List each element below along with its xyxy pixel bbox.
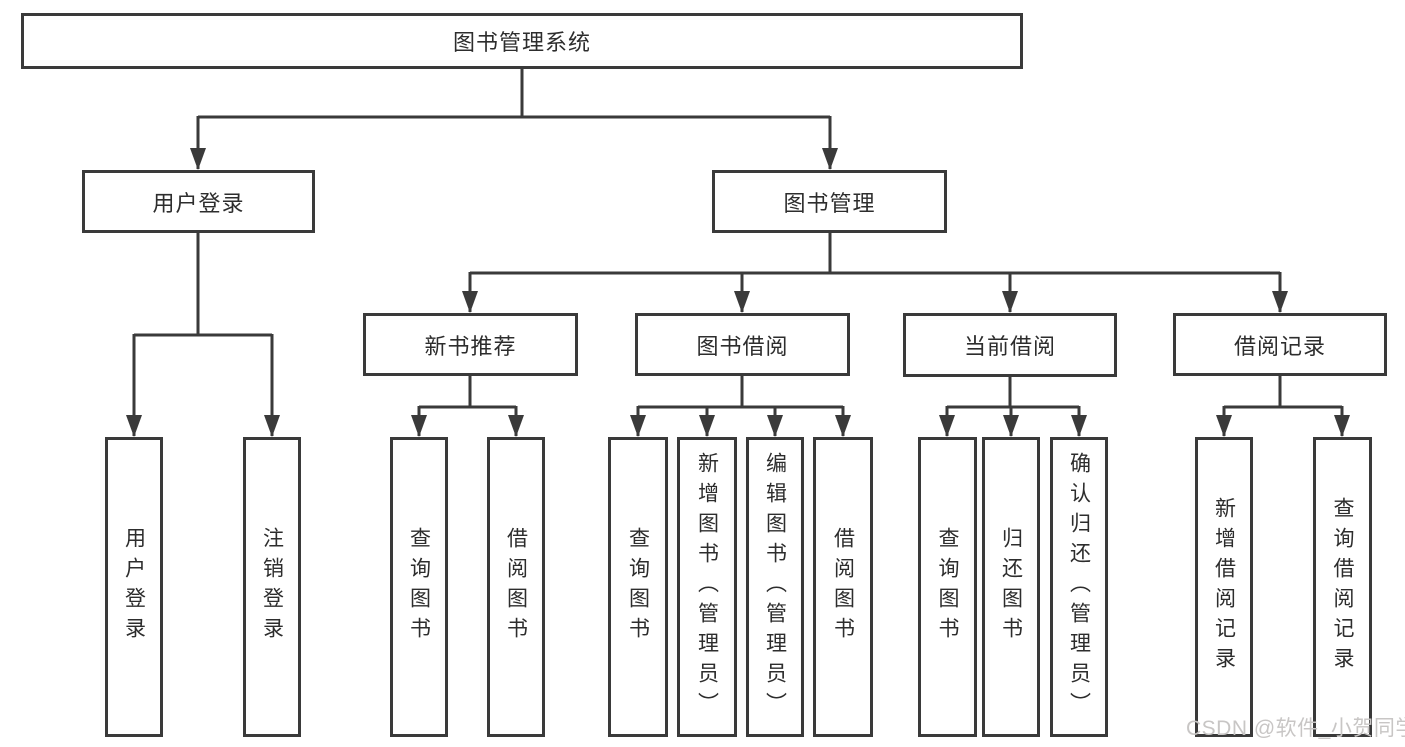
csdn-watermark: CSDN @软件_小贺同学	[1186, 717, 1405, 740]
node-current-borrow: 当前借阅	[903, 313, 1117, 377]
leaf-add-borrow-record-label: 新增借阅记录	[1212, 497, 1236, 677]
leaf-confirm-return-label: 确认归还（管理员）	[1067, 452, 1091, 722]
node-current-borrow-label: 当前借阅	[963, 334, 1056, 359]
node-new-book-rec-label: 新书推荐	[424, 333, 517, 359]
leaf-borrow-book-2: 借阅图书	[813, 437, 873, 737]
leaf-borrow-book-1-label: 借阅图书	[504, 527, 528, 647]
leaf-query-book-1: 查询图书	[390, 437, 448, 737]
leaf-borrow-book-1: 借阅图书	[487, 437, 545, 737]
node-book-mgmt-label: 图书管理	[783, 190, 876, 216]
node-book-mgmt: 图书管理	[712, 170, 947, 233]
leaf-borrow-book-2-label: 借阅图书	[831, 527, 855, 647]
leaf-add-borrow-record: 新增借阅记录	[1195, 437, 1253, 737]
node-user-login-label: 用户登录	[152, 190, 245, 216]
node-root-label: 图书管理系统	[452, 30, 591, 55]
node-root: 图书管理系统	[21, 13, 1023, 69]
leaf-edit-book-label: 编辑图书（管理员）	[763, 452, 787, 722]
node-book-borrow-label: 图书借阅	[696, 333, 789, 359]
node-user-login: 用户登录	[82, 170, 315, 233]
leaf-confirm-return: 确认归还（管理员）	[1050, 437, 1108, 737]
leaf-query-book-3-label: 查询图书	[936, 527, 959, 647]
node-borrow-records: 借阅记录	[1173, 313, 1387, 376]
leaf-return-book: 归还图书	[982, 437, 1040, 737]
leaf-add-book-label: 新增图书（管理员）	[695, 452, 719, 722]
leaf-query-book-3: 查询图书	[918, 437, 977, 737]
leaf-query-book-1-label: 查询图书	[407, 527, 431, 647]
leaf-logout: 注销登录	[243, 437, 301, 737]
leaf-query-book-2: 查询图书	[608, 437, 668, 737]
leaf-query-book-2-label: 查询图书	[626, 527, 650, 647]
leaf-logout-label: 注销登录	[260, 527, 284, 647]
leaf-query-borrow-record-label: 查询借阅记录	[1331, 497, 1354, 677]
node-borrow-records-label: 借阅记录	[1233, 333, 1326, 359]
leaf-return-book-label: 归还图书	[999, 527, 1023, 647]
leaf-edit-book: 编辑图书（管理员）	[746, 437, 804, 737]
node-new-book-rec: 新书推荐	[363, 313, 578, 376]
leaf-add-book: 新增图书（管理员）	[677, 437, 737, 737]
leaf-user-login: 用户登录	[105, 437, 163, 737]
leaf-query-borrow-record: 查询借阅记录	[1313, 437, 1372, 737]
node-book-borrow: 图书借阅	[635, 313, 850, 376]
leaf-user-login-label: 用户登录	[122, 527, 146, 647]
